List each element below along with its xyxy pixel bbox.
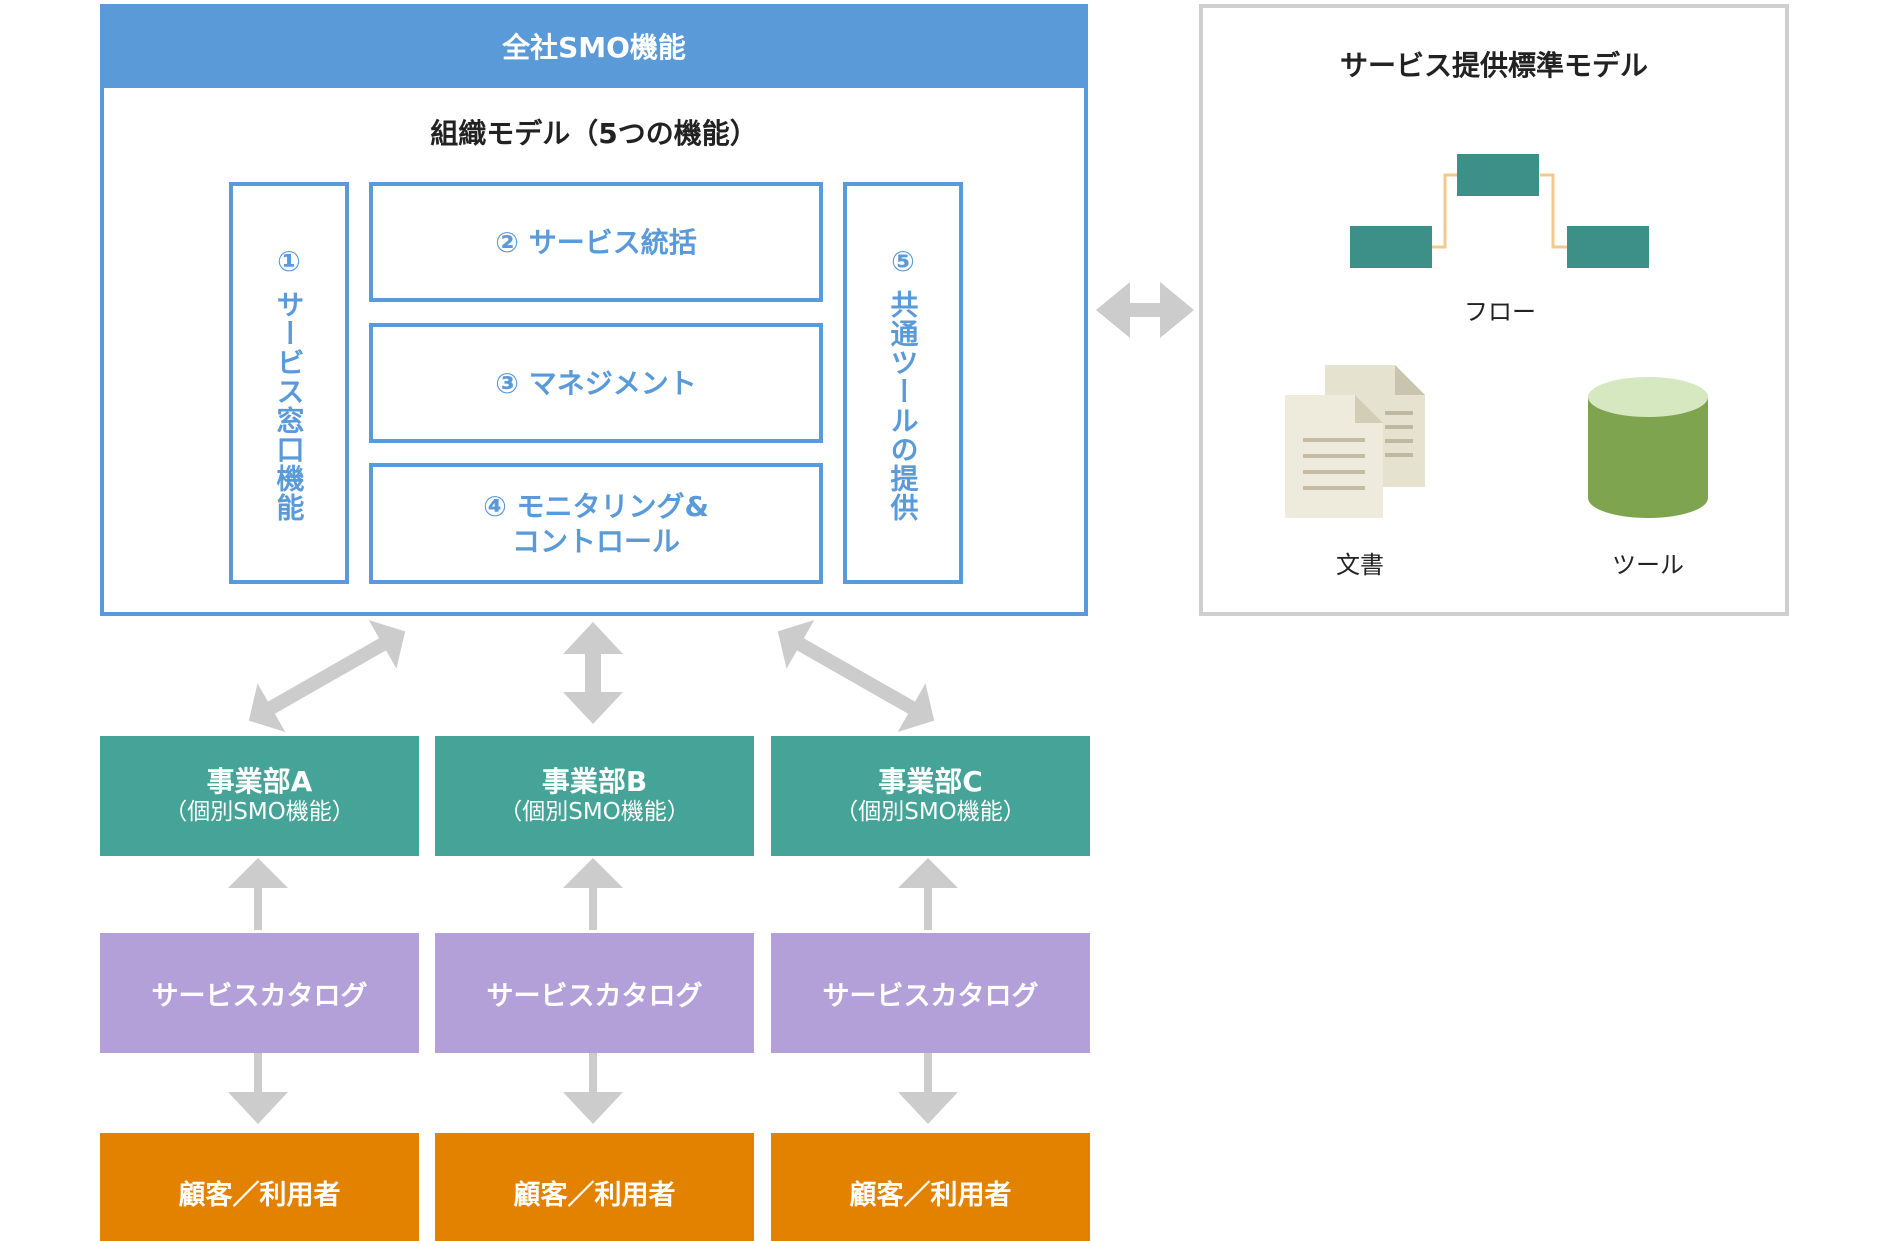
function-service-desk: ① サービス窓口機能 [229, 182, 349, 584]
dept-b-subtitle: （個別SMO機能） [499, 799, 690, 826]
service-catalog-a: サービスカタログ [100, 933, 419, 1053]
tool-cylinder-body [1588, 397, 1708, 518]
dept-c-subtitle: （個別SMO機能） [835, 799, 1026, 826]
arrow-catalog-customer-c [898, 1050, 958, 1124]
service-catalog-b: サービスカタログ [435, 933, 754, 1053]
document-icon [1285, 365, 1425, 518]
dept-b-box: 事業部B （個別SMO機能） [435, 736, 754, 856]
service-catalog-c: サービスカタログ [771, 933, 1090, 1053]
function-common-tools-label: ⑤ 共通ツールの提供 [886, 244, 920, 522]
function-common-tools: ⑤ 共通ツールの提供 [843, 182, 963, 584]
arrow-smo-dept-a [248, 619, 406, 733]
arrow-catalog-customer-a [228, 1050, 288, 1124]
dept-a-box: 事業部A （個別SMO機能） [100, 736, 419, 856]
arrow-smo-dept-b [563, 622, 623, 724]
flow-icon [1350, 154, 1649, 268]
flow-node-center [1457, 154, 1539, 196]
arrow-catalog-customer-b [563, 1050, 623, 1124]
customer-b: 顧客／利用者 [435, 1133, 754, 1241]
tool-cylinder-top [1588, 377, 1708, 417]
customer-a: 顧客／利用者 [100, 1133, 419, 1241]
tool-label: ツール [1612, 551, 1684, 579]
dept-c-name: 事業部C [878, 764, 983, 798]
arrow-smo-standard [1096, 282, 1194, 338]
dept-a-name: 事業部A [206, 764, 313, 798]
flow-node-right [1567, 226, 1649, 268]
dept-b-name: 事業部B [541, 764, 648, 798]
function-monitoring-label-2: コントロール [511, 524, 680, 558]
function-monitoring-label-1: ④ モニタリング& [483, 489, 709, 523]
function-monitoring-control: ④ モニタリング& コントロール [369, 463, 823, 584]
function-service-management-label: ② サービス統括 [495, 225, 697, 259]
flow-connector-left [1430, 173, 1458, 249]
flow-node-left [1350, 226, 1432, 268]
company-smo-header: 全社SMO機能 [100, 4, 1088, 88]
function-management: ③ マネジメント [369, 323, 823, 443]
tool-icon [1588, 377, 1708, 518]
customer-c: 顧客／利用者 [771, 1133, 1090, 1241]
arrow-catalog-dept-c [898, 858, 958, 930]
document-label: 文書 [1336, 551, 1384, 579]
org-model-title: 組織モデル（5つの機能） [430, 117, 758, 150]
arrow-smo-dept-c [777, 619, 935, 733]
function-management-label: ③ マネジメント [495, 366, 697, 400]
flow-connector-right [1540, 173, 1568, 249]
arrow-catalog-dept-b [563, 858, 623, 930]
dept-a-subtitle: （個別SMO機能） [164, 799, 355, 826]
standard-model-title: サービス提供標準モデル [1339, 49, 1648, 82]
flow-label: フロー [1464, 298, 1536, 326]
function-service-management: ② サービス統括 [369, 182, 823, 302]
arrow-catalog-dept-a [228, 858, 288, 930]
function-service-desk-label: ① サービス窓口機能 [272, 244, 306, 522]
dept-c-box: 事業部C （個別SMO機能） [771, 736, 1090, 856]
